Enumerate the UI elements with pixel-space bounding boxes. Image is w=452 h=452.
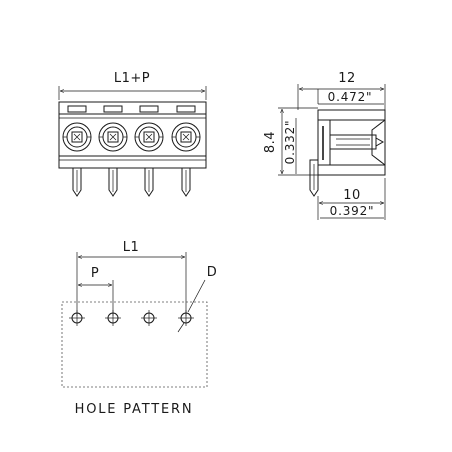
solder-pins	[72, 167, 191, 197]
screw-terminal	[171, 122, 201, 152]
side-height-dimension: 8.4 0.332"	[263, 107, 318, 176]
hole-pattern-title: HOLE PATTERN	[75, 402, 194, 417]
front-view: L1+P	[58, 71, 207, 197]
wire-entry-slots	[67, 105, 196, 113]
side-length-in: 0.472"	[328, 90, 373, 104]
housing-outline	[58, 101, 207, 169]
side-pin	[309, 159, 319, 197]
side-pitch-mm: 10	[343, 188, 361, 203]
pcb-holes	[69, 310, 194, 326]
screw-terminals	[62, 122, 201, 152]
hole-diameter-label: D	[207, 265, 218, 280]
pcb-hole	[69, 310, 85, 326]
pcb-hole	[105, 310, 121, 326]
wire-slot	[139, 105, 159, 113]
side-length-dimension: 12 0.472"	[297, 71, 386, 110]
solder-pin	[72, 167, 82, 197]
side-length-mm: 12	[338, 71, 356, 86]
footprint-outline	[61, 301, 208, 388]
pcb-hole	[178, 310, 194, 326]
solder-pin	[181, 167, 191, 197]
hole-pitch-dimension: P	[78, 266, 114, 316]
side-pitch-dimension: 10 0.392"	[317, 178, 386, 220]
wire-slot	[176, 105, 196, 113]
solder-pin	[108, 167, 118, 197]
hole-pattern: L1 P D HOLE PATTERN	[61, 240, 218, 417]
wire-slot	[103, 105, 123, 113]
screw-terminal	[98, 122, 128, 152]
hole-pitch-label: P	[91, 266, 99, 281]
side-height-in: 0.332"	[283, 120, 297, 165]
front-width-dimension: L1+P	[58, 71, 207, 100]
side-height-mm: 8.4	[263, 131, 278, 153]
side-pitch-in: 0.392"	[330, 204, 375, 218]
hole-diameter-leader: D	[177, 265, 218, 333]
wire-slot	[67, 105, 87, 113]
solder-pin	[144, 167, 154, 197]
pcb-hole	[141, 310, 157, 326]
screw-terminal	[62, 122, 92, 152]
front-width-label: L1+P	[114, 71, 150, 86]
side-body	[317, 109, 386, 176]
screw-terminal	[134, 122, 164, 152]
hole-length-dimension: L1	[76, 240, 187, 316]
hole-length-label: L1	[123, 240, 140, 255]
side-view: 12 0.472" 8.4 0.332"	[263, 71, 386, 220]
